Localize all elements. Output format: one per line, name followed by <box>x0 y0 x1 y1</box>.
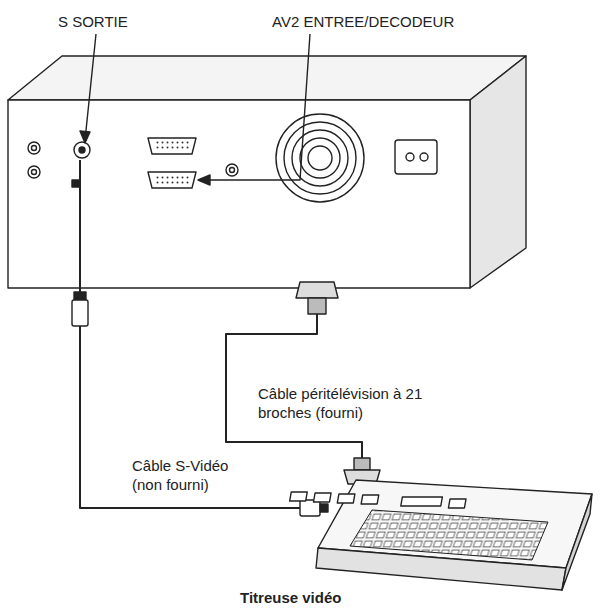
cable-label: Câble S-Vidéo (non fourni) <box>132 456 250 494</box>
jack-label: AV2 ENTREE/DECODEUR <box>272 12 454 31</box>
s-output-jack <box>74 142 90 158</box>
scart-socket <box>148 138 196 154</box>
cable-label: Câble péritélévision à 21 broches (fourn… <box>258 384 426 422</box>
vcr-rear <box>8 100 470 288</box>
fan-grille <box>276 114 364 202</box>
s-video-plug <box>72 300 88 326</box>
power-inlet <box>395 140 437 174</box>
device-label: Titreuse vidéo <box>240 588 341 607</box>
scart-plug <box>296 282 338 298</box>
scart-socket-av2 <box>148 172 196 188</box>
vcr-side <box>470 56 526 288</box>
function-keys <box>290 492 466 508</box>
vcr-top <box>8 56 526 100</box>
jack-label: S SORTIE <box>58 12 128 31</box>
